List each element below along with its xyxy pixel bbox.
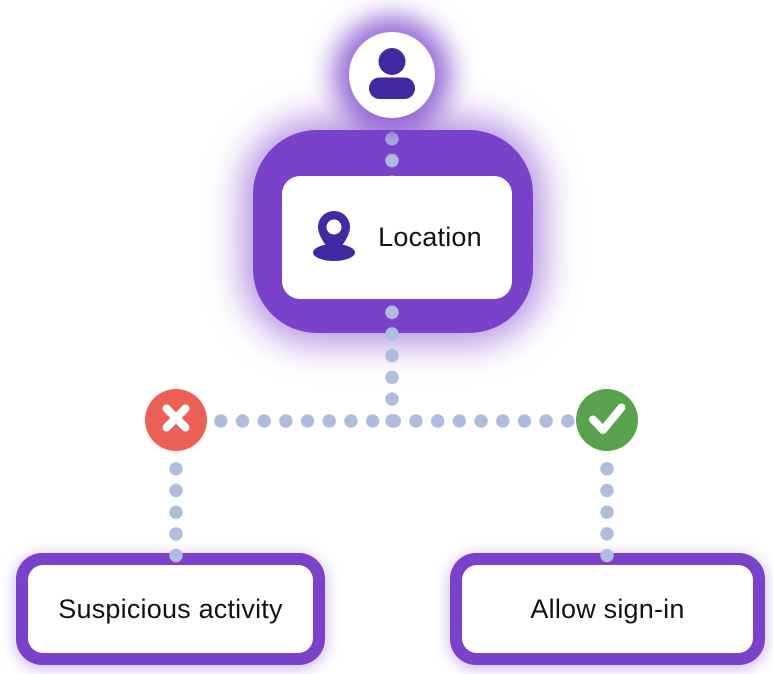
connector-allow-to-card bbox=[600, 458, 614, 564]
map-pin-icon bbox=[312, 209, 356, 266]
suspicious-activity-card-inner: Suspicious activity bbox=[28, 565, 313, 653]
suspicious-activity-card: Suspicious activity bbox=[16, 553, 325, 665]
x-icon bbox=[145, 387, 207, 454]
connector-branch-horizontal bbox=[210, 414, 576, 428]
deny-badge bbox=[145, 389, 207, 451]
allow-signin-card: Allow sign-in bbox=[450, 553, 765, 665]
allow-signin-card-inner: Allow sign-in bbox=[462, 565, 753, 653]
user-avatar bbox=[349, 32, 435, 118]
allow-badge bbox=[576, 389, 638, 451]
user-icon bbox=[365, 46, 419, 105]
location-label: Location bbox=[378, 222, 482, 252]
suspicious-activity-label: Suspicious activity bbox=[58, 593, 283, 624]
location-card: Location bbox=[282, 176, 512, 299]
allow-signin-label: Allow sign-in bbox=[530, 593, 685, 624]
connector-deny-to-card bbox=[169, 458, 183, 564]
check-icon bbox=[576, 387, 638, 454]
